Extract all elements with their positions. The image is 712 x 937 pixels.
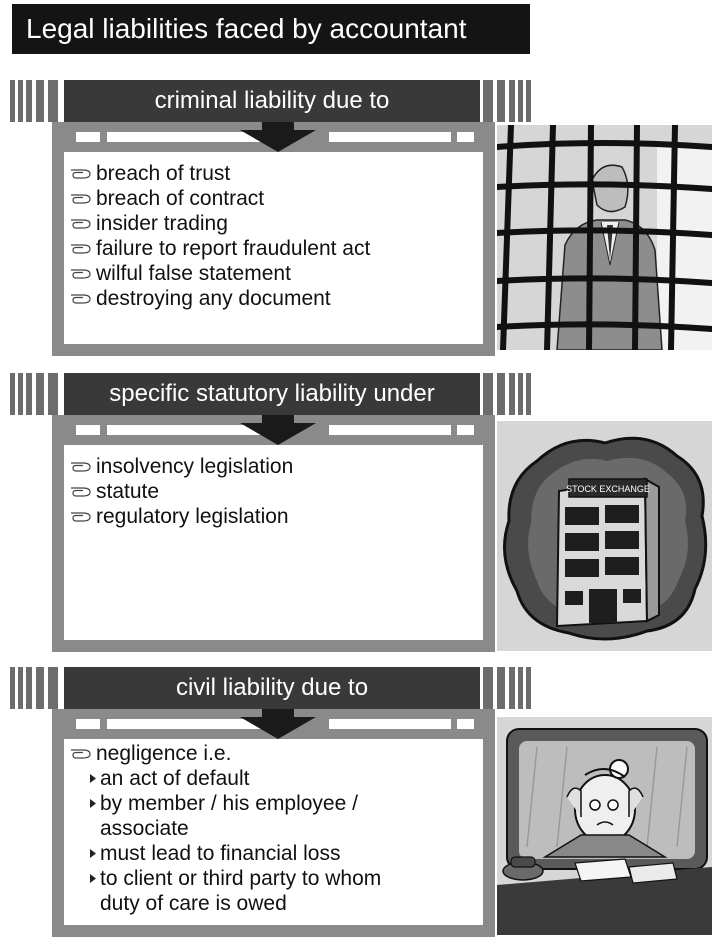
- section-header: specific statutory liability under: [64, 373, 480, 415]
- list-item: regulatory legislation: [70, 504, 483, 529]
- list-item: statute: [70, 479, 483, 504]
- sub-item-text: must lead to financial loss: [100, 842, 341, 865]
- liability-list: breach of trust breach of contract insid…: [64, 152, 483, 344]
- liability-list-frame: insolvency legislation statute regulator…: [52, 415, 495, 652]
- list-item-text: failure to report fraudulent act: [96, 237, 371, 260]
- list-item-text: regulatory legislation: [96, 505, 289, 528]
- liability-list-frame: negligence i.e. an act of default by mem…: [52, 709, 495, 937]
- sub-list-item: must lead to financial loss: [70, 841, 483, 866]
- bullet-triangle-icon: [90, 774, 96, 783]
- list-item-text: destroying any document: [96, 287, 331, 310]
- section-header: criminal liability due to: [64, 80, 480, 122]
- page-title: Legal liabilities faced by accountant: [12, 4, 530, 54]
- pointing-hand-icon: [71, 243, 91, 254]
- liability-list-frame: breach of trust breach of contract insid…: [52, 122, 495, 356]
- criminal-liability-section: criminal liability due to breach of trus…: [0, 80, 712, 360]
- pointing-hand-icon: [71, 748, 91, 759]
- pointing-hand-icon: [71, 293, 91, 304]
- list-item-text: insider trading: [96, 212, 228, 235]
- stock-exchange-building-icon: STOCK EXCHANGE: [497, 421, 712, 651]
- down-arrow-icon: [240, 122, 316, 152]
- list-item: insolvency legislation: [70, 454, 483, 479]
- pointing-hand-icon: [71, 461, 91, 472]
- down-arrow-icon: [240, 709, 316, 739]
- pointing-hand-icon: [71, 218, 91, 229]
- list-item: failure to report fraudulent act: [70, 236, 483, 261]
- pointing-hand-icon: [71, 168, 91, 179]
- statutory-liability-section: specific statutory liability under insol…: [0, 373, 712, 653]
- list-item: insider trading: [70, 211, 483, 236]
- liability-list: negligence i.e. an act of default by mem…: [64, 739, 483, 925]
- liability-list: insolvency legislation statute regulator…: [64, 445, 483, 640]
- sub-list-item: to client or third party to whom duty of…: [70, 866, 483, 916]
- right-bars-decoration: [483, 667, 531, 709]
- pointing-hand-icon: [71, 193, 91, 204]
- pointing-hand-icon: [71, 486, 91, 497]
- right-bars-decoration: [483, 80, 531, 122]
- section-header: civil liability due to: [64, 667, 480, 709]
- list-item: wilful false statement: [70, 261, 483, 286]
- civil-liability-section: civil liability due to negligence i.e. a…: [0, 667, 712, 937]
- down-arrow-icon: [240, 415, 316, 445]
- left-bars-decoration: [10, 373, 58, 415]
- list-item-text: insolvency legislation: [96, 455, 294, 478]
- list-item: breach of contract: [70, 186, 483, 211]
- list-item-text: negligence i.e.: [96, 742, 232, 765]
- list-item-text: wilful false statement: [96, 262, 291, 285]
- list-item-text: breach of trust: [96, 162, 231, 185]
- sub-item-text: associate: [100, 817, 189, 840]
- sub-item-text: to client or third party to whom: [100, 867, 382, 890]
- man-behind-bars-icon: [497, 125, 712, 350]
- sub-item-text: an act of default: [100, 767, 250, 790]
- list-item: destroying any document: [70, 286, 483, 311]
- bullet-triangle-icon: [90, 874, 96, 883]
- stressed-accountant-at-desk-icon: [497, 717, 712, 935]
- building-icon: [555, 477, 660, 628]
- list-item-text: breach of contract: [96, 187, 265, 210]
- left-bars-decoration: [10, 80, 58, 122]
- sub-item-text: duty of care is owed: [100, 892, 287, 915]
- sub-item-text: by member / his employee /: [100, 792, 358, 815]
- sub-list-item: an act of default: [70, 766, 483, 791]
- left-bars-decoration: [10, 667, 58, 709]
- sub-list-item: by member / his employee / associate: [70, 791, 483, 841]
- list-item: breach of trust: [70, 161, 483, 186]
- list-item: negligence i.e.: [70, 741, 483, 766]
- stock-exchange-sign: STOCK EXCHANGE: [566, 484, 650, 494]
- bullet-triangle-icon: [90, 799, 96, 808]
- pointing-hand-icon: [71, 511, 91, 522]
- right-bars-decoration: [483, 373, 531, 415]
- list-item-text: statute: [96, 480, 160, 503]
- pointing-hand-icon: [71, 268, 91, 279]
- bullet-triangle-icon: [90, 849, 96, 858]
